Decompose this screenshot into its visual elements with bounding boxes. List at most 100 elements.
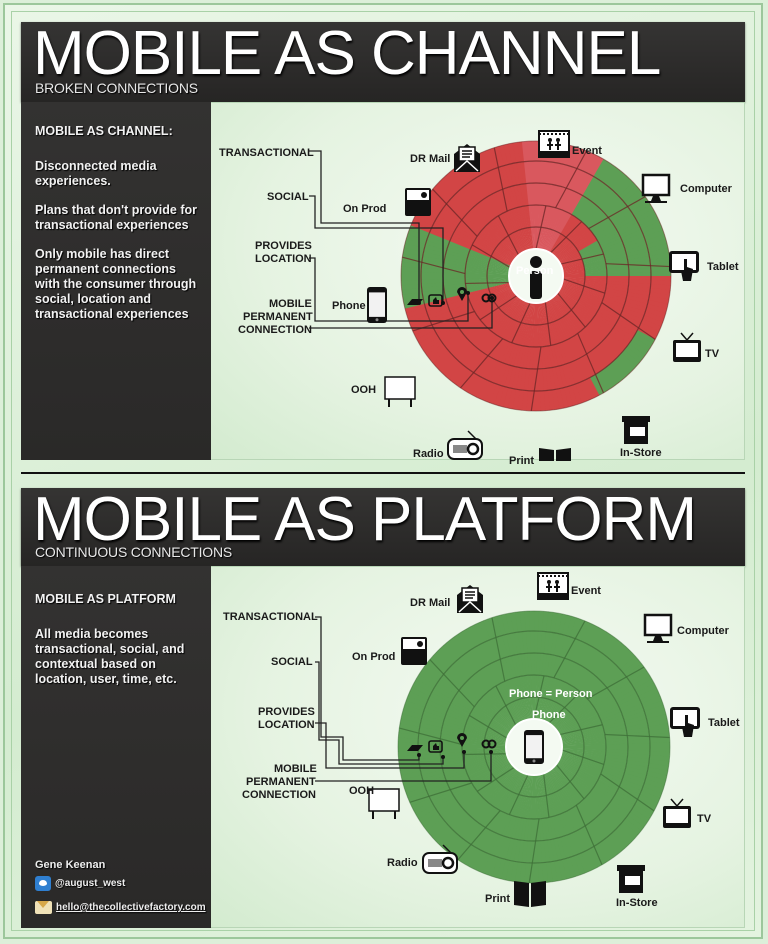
permanent-callout-line xyxy=(309,298,493,329)
info-person-icon xyxy=(530,256,542,299)
channel-panel: MOBILE AS CHANNEL BROKEN CONNECTIONS MOB… xyxy=(21,19,745,467)
monitor-icon xyxy=(641,173,671,203)
channel-label-tv: TV xyxy=(705,348,720,360)
monitor-icon xyxy=(643,613,673,643)
location-callout-line xyxy=(315,722,465,769)
center-label-phone: Phone xyxy=(532,709,566,721)
channel-label-computer: Computer xyxy=(677,625,729,637)
channel-label-instore: In-Store xyxy=(620,447,662,459)
channel-label-computer: Computer xyxy=(680,183,732,195)
open-book-icon xyxy=(514,881,546,907)
channel-sidebar: MOBILE AS CHANNEL: Disconnected media ex… xyxy=(21,102,211,460)
author-name: Gene Keenan xyxy=(35,859,106,871)
storefront-icon xyxy=(617,865,645,893)
center-label-phone-person: Phone = Person xyxy=(509,688,593,700)
tablet-touch-icon xyxy=(670,707,700,737)
channel-label-drmail: DR Mail xyxy=(410,597,451,609)
sidebar-heading: MOBILE AS CHANNEL: xyxy=(35,124,173,138)
callout-permanent-3: CONNECTION xyxy=(238,324,312,336)
transactional-callout-line xyxy=(309,150,420,303)
smartphone-icon xyxy=(524,730,544,764)
callout-transactional: TRANSACTIONAL xyxy=(223,611,318,623)
tablet-touch-icon xyxy=(669,251,699,281)
callout-social: SOCIAL xyxy=(267,191,309,203)
mail-envelope-icon xyxy=(35,901,52,914)
callout-permanent-3: CONNECTION xyxy=(242,789,316,801)
channel-label-ooh: OOH xyxy=(349,785,375,797)
channel-label-tablet: Tablet xyxy=(708,717,740,729)
channel-label-print: Print xyxy=(509,455,535,467)
page-subtitle: CONTINUOUS CONNECTIONS xyxy=(35,544,233,560)
location-callout-line xyxy=(309,257,469,322)
channel-label-drmail: DR Mail xyxy=(410,153,451,165)
sidebar-heading: MOBILE AS PLATFORM xyxy=(35,592,176,606)
radio-icon xyxy=(422,844,458,874)
radio-icon xyxy=(447,430,483,460)
callout-location-2: LOCATION xyxy=(258,719,315,731)
page-title: MOBILE AS CHANNEL xyxy=(33,19,661,88)
product-box-icon xyxy=(401,637,427,665)
callout-social: SOCIAL xyxy=(271,656,313,668)
tv-icon xyxy=(663,798,691,828)
channel-label-phone: Phone xyxy=(332,300,366,312)
mail-envelope-icon xyxy=(454,144,480,172)
email-link[interactable]: hello@thecollectivefactory.com xyxy=(56,902,206,913)
channel-header: MOBILE AS CHANNEL BROKEN CONNECTIONS xyxy=(21,19,745,102)
storefront-icon xyxy=(622,416,650,444)
location-pin-icon xyxy=(457,287,467,301)
sidebar-paragraph: All media becomes transactional, social,… xyxy=(35,627,185,686)
platform-diagram-area: TRANSACTIONAL SOCIAL PROVIDES LOCATION M… xyxy=(211,566,745,928)
channel-label-event: Event xyxy=(571,585,601,597)
section-divider xyxy=(21,472,745,474)
channel-label-ooh: OOH xyxy=(351,384,377,396)
stage-event-icon xyxy=(538,130,570,158)
link-chain-icon xyxy=(481,293,497,303)
channel-label-instore: In-Store xyxy=(616,897,658,909)
callout-location-2: LOCATION xyxy=(255,253,312,265)
social-callout-line xyxy=(309,195,444,303)
sidebar-paragraph: Plans that don't provide for transaction… xyxy=(35,203,198,232)
center-label-person: Person xyxy=(516,265,554,277)
open-book-icon xyxy=(539,448,571,461)
channel-label-radio: Radio xyxy=(387,857,418,869)
callout-permanent-1: MOBILE xyxy=(269,298,312,310)
callout-permanent-2: PERMANENT xyxy=(246,776,316,788)
smartphone-icon xyxy=(367,287,387,323)
channel-radial-diagram xyxy=(309,130,701,461)
page-subtitle: BROKEN CONNECTIONS xyxy=(35,80,198,96)
money-transaction-icon xyxy=(407,745,423,751)
sidebar-paragraph: Only mobile has direct permanent connect… xyxy=(35,247,197,321)
channel-label-tv: TV xyxy=(697,813,712,825)
mail-envelope-icon xyxy=(457,585,483,613)
twitter-bird-icon xyxy=(35,876,51,891)
link-chain-icon xyxy=(481,739,497,749)
channel-label-tablet: Tablet xyxy=(707,261,739,273)
product-box-icon xyxy=(405,188,431,216)
location-pin-icon xyxy=(457,733,467,747)
channel-diagram-area: TRANSACTIONAL SOCIAL PROVIDES LOCATION M… xyxy=(211,102,745,467)
social-callout-line xyxy=(315,661,444,765)
frame-border xyxy=(11,11,755,931)
billboard-icon xyxy=(368,788,400,819)
platform-radial-diagram xyxy=(315,572,700,907)
callout-location-1: PROVIDES xyxy=(255,240,312,252)
sidebar-paragraph: Disconnected media experiences. xyxy=(35,159,157,188)
page-title: MOBILE AS PLATFORM xyxy=(33,485,697,554)
platform-header: MOBILE AS PLATFORM CONTINUOUS CONNECTION… xyxy=(21,485,745,566)
callout-permanent-2: PERMANENT xyxy=(243,311,313,323)
email-row[interactable]: hello@thecollectivefactory.com xyxy=(35,900,206,915)
platform-sidebar: MOBILE AS PLATFORM All media becomes tra… xyxy=(21,566,211,928)
stage-event-icon xyxy=(537,572,569,600)
social-thumbs-icon xyxy=(428,740,443,753)
channel-label-onprod: On Prod xyxy=(343,203,387,215)
transactional-callout-line xyxy=(315,616,420,761)
twitter-row[interactable]: @august_west xyxy=(35,876,125,891)
callout-transactional: TRANSACTIONAL xyxy=(219,147,314,159)
twitter-handle[interactable]: @august_west xyxy=(55,878,126,889)
money-transaction-icon xyxy=(407,299,423,305)
channel-label-print: Print xyxy=(485,893,511,905)
billboard-icon xyxy=(384,376,416,407)
channel-label-radio: Radio xyxy=(413,448,444,460)
channel-label-event: Event xyxy=(572,145,602,157)
tv-icon xyxy=(673,332,701,362)
